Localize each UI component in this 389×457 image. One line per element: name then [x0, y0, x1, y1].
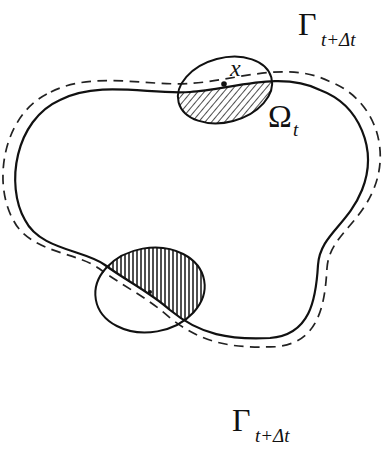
- domain-subscript: t: [293, 120, 298, 139]
- ball-outline: [89, 239, 212, 341]
- domain-boundary: [15, 81, 368, 338]
- hatched-region: [150, 40, 310, 140]
- point-dot: [221, 81, 227, 87]
- domain-symbol: Ω: [268, 100, 292, 132]
- point-dot: [148, 290, 152, 294]
- moved-boundary: [3, 72, 380, 347]
- boundary-subscript: t+Δt: [321, 30, 356, 49]
- ball-outline: [170, 47, 279, 134]
- point-label: x: [230, 56, 241, 80]
- boundary-symbol: Γ: [298, 8, 317, 40]
- boundary-symbol: Γ: [232, 404, 251, 436]
- boundary-subscript: t+Δt: [255, 426, 290, 445]
